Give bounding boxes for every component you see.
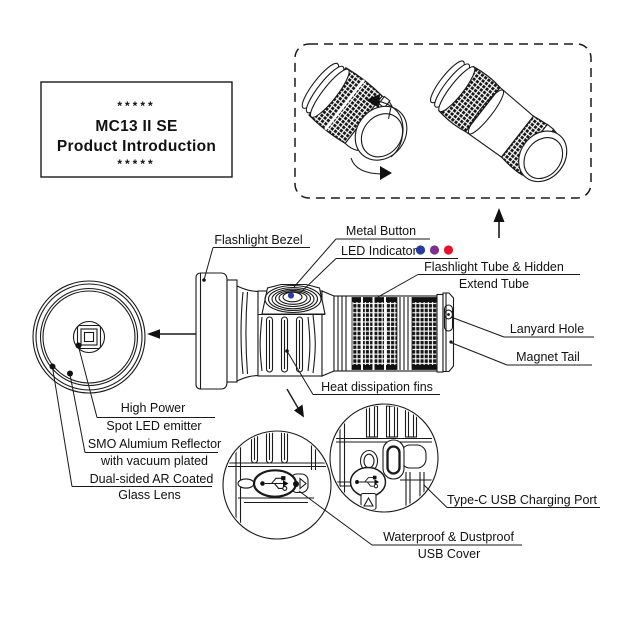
usb-port-open-detail bbox=[329, 403, 439, 513]
glass-lens-label-line2: Glass Lens bbox=[118, 488, 181, 502]
led-emitter-label-line2: Spot LED emitter bbox=[106, 419, 201, 433]
callout-usb-port: Type-C USB Charging Port bbox=[423, 484, 600, 508]
flashlight-front-view bbox=[32, 280, 146, 394]
usb-port-label: Type-C USB Charging Port bbox=[447, 493, 598, 507]
callout-flashlight-tube: Flashlight Tube & Hidden Extend Tube bbox=[377, 260, 580, 298]
down-right-arrow-icon bbox=[286, 388, 304, 418]
up-arrow-icon bbox=[493, 208, 505, 238]
callout-reflector: SMO Alumium Reflector with vacuum plated bbox=[67, 370, 221, 468]
flashlight-tube-label-line2: Extend Tube bbox=[459, 277, 529, 291]
led-dot-blue bbox=[415, 245, 426, 255]
reflector-label-line2: with vacuum plated bbox=[100, 454, 208, 468]
product-name: MC13 II SE bbox=[95, 118, 177, 135]
title-box: ***** MC13 II SE Product Introduction **… bbox=[40, 81, 233, 178]
title-stars-bottom: ***** bbox=[117, 157, 155, 171]
lanyard-hole-label: Lanyard Hole bbox=[510, 322, 584, 336]
heat-fins-label: Heat dissipation fins bbox=[321, 380, 433, 394]
usb-cover-label-line2: USB Cover bbox=[418, 547, 481, 561]
button-led-dot bbox=[287, 292, 295, 299]
title-stars-top: ***** bbox=[117, 99, 155, 113]
callout-usb-cover: Waterproof & Dustproof USB Cover bbox=[298, 490, 522, 561]
led-dot-purple bbox=[429, 245, 440, 255]
reflector-drawing bbox=[42, 290, 136, 384]
flashlight-tube-label-line1: Flashlight Tube & Hidden bbox=[424, 260, 564, 274]
magnet-tail-label: Magnet Tail bbox=[516, 350, 580, 364]
metal-button-label: Metal Button bbox=[346, 224, 416, 238]
led-emitter-drawing bbox=[76, 324, 102, 350]
usb-cover-closed-detail bbox=[222, 430, 332, 540]
reflector-label-line1: SMO Alumium Reflector bbox=[88, 437, 221, 451]
left-arrow-icon bbox=[147, 329, 196, 339]
tube-extension-panel bbox=[294, 43, 592, 238]
callout-heat-fins: Heat dissipation fins bbox=[285, 349, 440, 395]
callout-led-indicator: LED Indicator bbox=[298, 244, 458, 295]
rotate-arrow-icon bbox=[350, 94, 404, 180]
title-box-border bbox=[40, 81, 233, 178]
callout-glass-lens: Dual-sided AR Coated Glass Lens bbox=[49, 363, 214, 502]
flashlight-side-view bbox=[195, 272, 455, 390]
usb-cover-label-line1: Waterproof & Dustproof bbox=[383, 530, 514, 544]
heat-fins-drawing bbox=[259, 314, 316, 374]
callout-magnet-tail: Magnet Tail bbox=[451, 342, 592, 366]
callout-led-emitter: High Power Spot LED emitter bbox=[75, 342, 215, 433]
callout-flashlight-bezel: Flashlight Bezel bbox=[202, 233, 310, 282]
callout-lanyard-hole: Lanyard Hole bbox=[450, 316, 594, 338]
led-emitter-label-line1: High Power bbox=[121, 401, 186, 415]
flashlight-extended-3d bbox=[430, 60, 568, 183]
callout-metal-button: Metal Button bbox=[293, 224, 430, 288]
flashlight-compact-3d bbox=[301, 62, 408, 161]
led-dot-red bbox=[443, 245, 454, 255]
glass-lens-label-line1: Dual-sided AR Coated bbox=[90, 472, 214, 486]
product-subtitle: Product Introduction bbox=[57, 138, 216, 155]
led-indicator-label: LED Indicator bbox=[341, 244, 417, 258]
flashlight-bezel-label: Flashlight Bezel bbox=[214, 233, 302, 247]
